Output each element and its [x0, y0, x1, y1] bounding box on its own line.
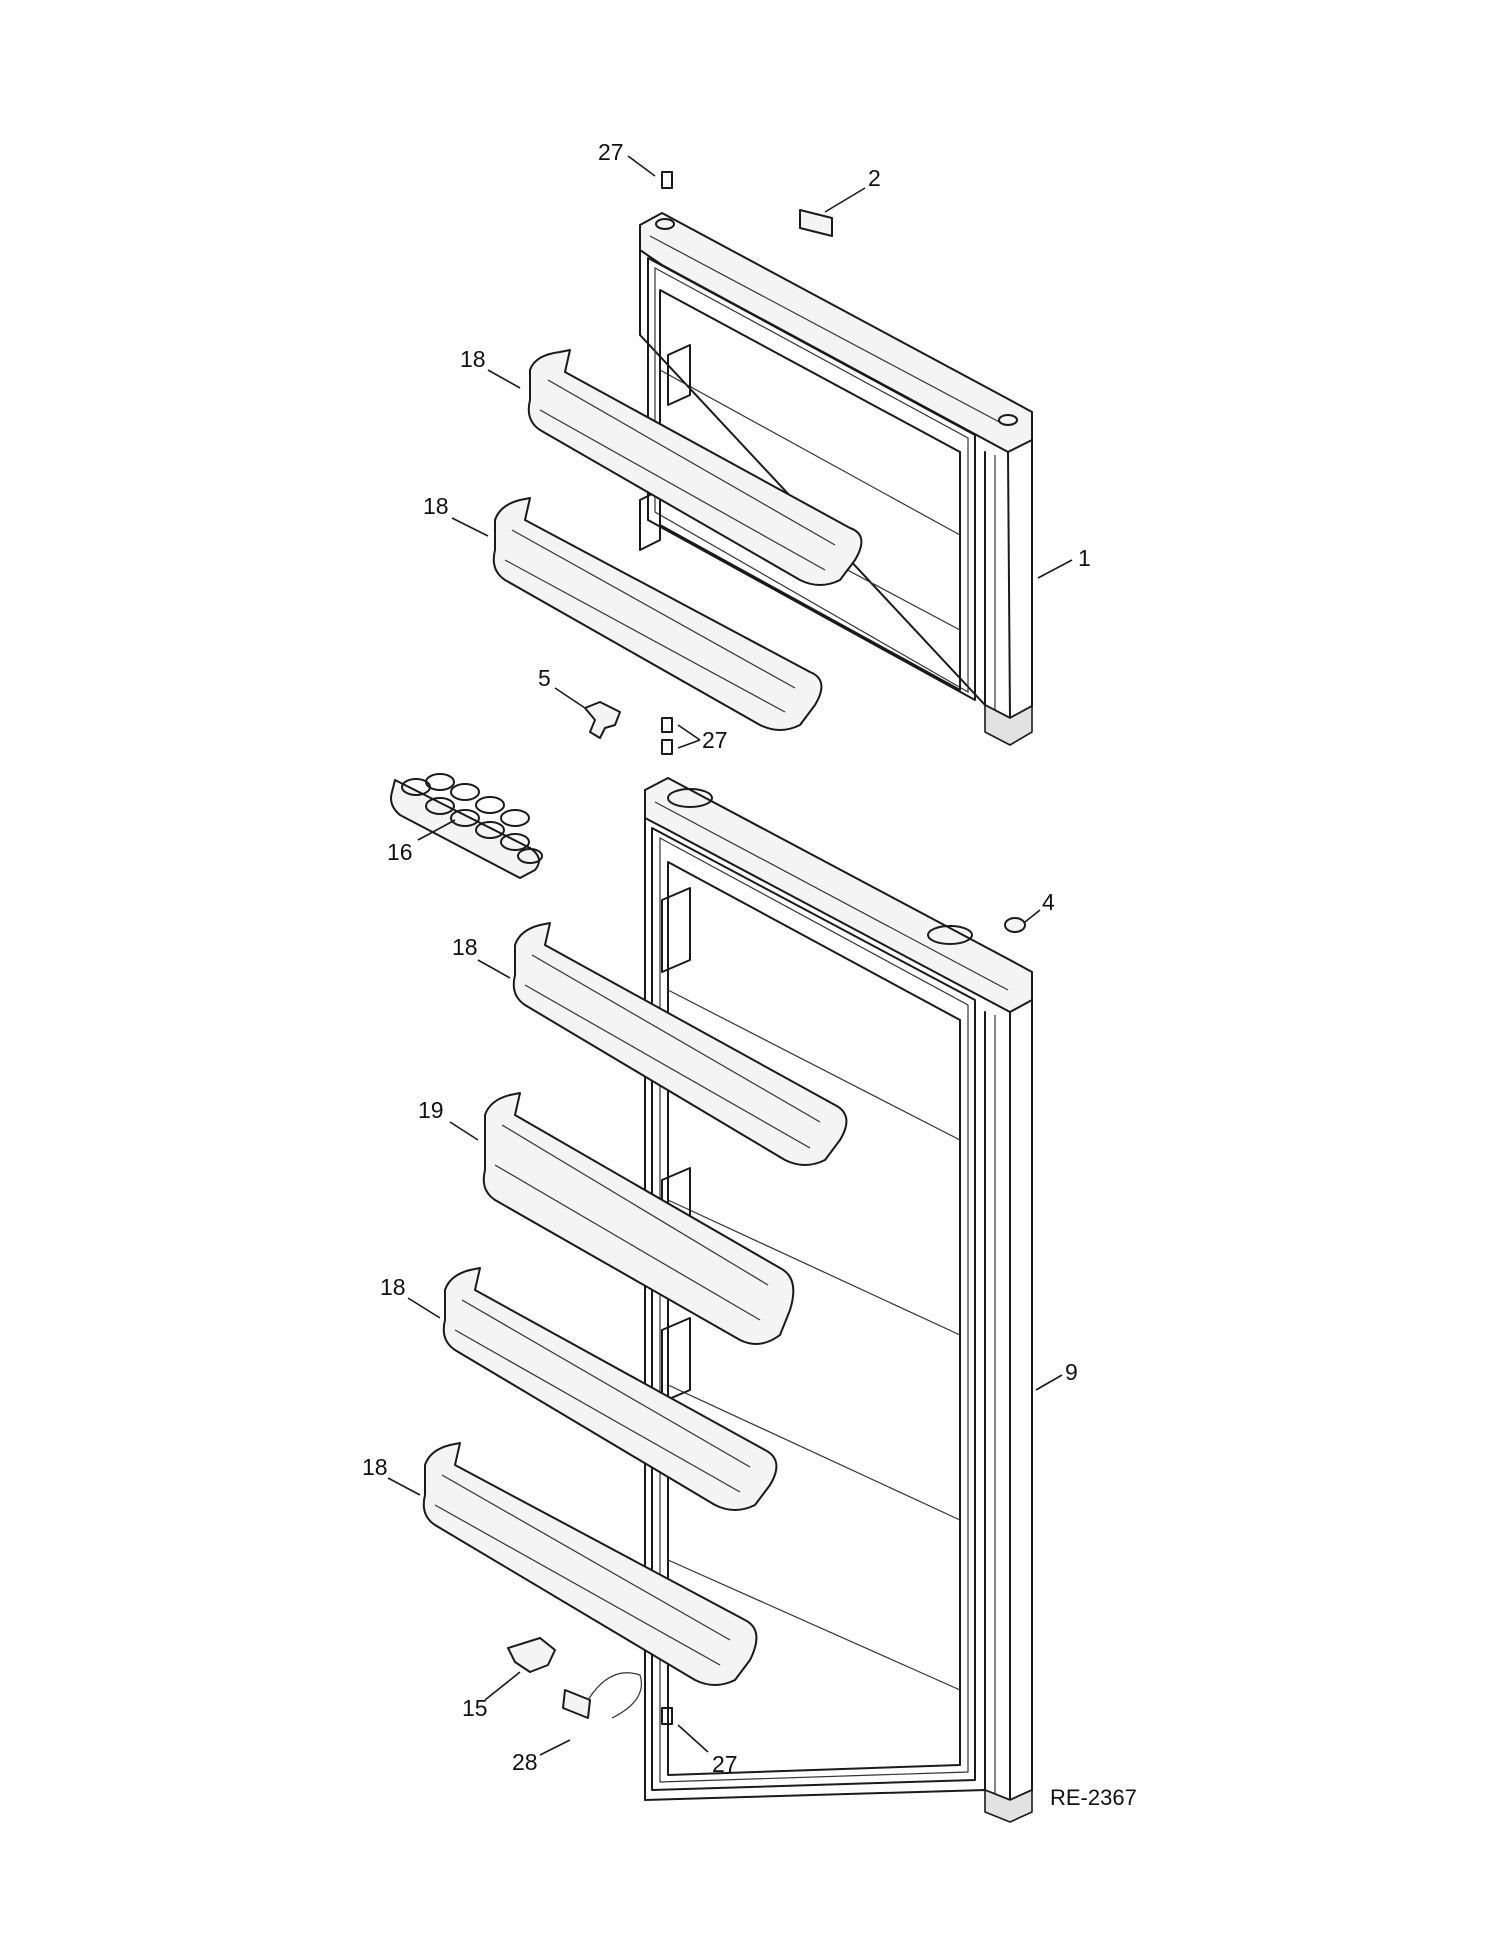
callout-5: 5: [538, 665, 551, 691]
door-shelf-18-d: [442, 1267, 778, 1511]
callout-27-top: 27: [598, 139, 624, 165]
callout-27-bottom: 27: [712, 1751, 738, 1777]
callout-labels: 27 2 18 18 1 5 27 16 4 18 19 18 9 18 15 …: [362, 139, 1091, 1777]
decal-part-2: [799, 209, 833, 237]
cover-part-28: [562, 1689, 591, 1719]
callout-18-e: 18: [362, 1454, 388, 1480]
callout-16: 16: [387, 839, 413, 865]
egg-tray-part-16: [390, 773, 543, 879]
callout-18-b: 18: [423, 493, 449, 519]
callout-15: 15: [462, 1695, 488, 1721]
callout-9: 9: [1065, 1359, 1078, 1385]
hinge-part-15: [507, 1637, 556, 1673]
leader-lines: [387, 155, 1073, 1756]
callout-18-a: 18: [460, 346, 486, 372]
freezer-shelf-upper: [527, 349, 863, 586]
door-shelf-19: [482, 1092, 795, 1345]
callout-18-c: 18: [452, 934, 478, 960]
callout-2: 2: [868, 165, 881, 191]
clip-part-5: [584, 701, 621, 739]
callout-27-mid: 27: [702, 727, 728, 753]
hinge-pin-27-mid: [661, 717, 673, 755]
freezer-shelf-lower: [492, 497, 823, 731]
callout-4: 4: [1042, 889, 1055, 915]
plug-part-4: [1004, 917, 1026, 933]
callout-28: 28: [512, 1749, 538, 1775]
hinge-pin-27-top: [661, 171, 673, 189]
callout-18-d: 18: [380, 1274, 406, 1300]
door-shelf-18-c: [512, 922, 848, 1166]
callout-1: 1: [1078, 545, 1091, 571]
callout-19: 19: [418, 1097, 444, 1123]
drawing-code: RE-2367: [1050, 1785, 1137, 1810]
door-shelf-18-e: [422, 1442, 758, 1686]
freezer-door: [639, 171, 1033, 746]
hinge-pin-27-bottom: [661, 1707, 673, 1725]
